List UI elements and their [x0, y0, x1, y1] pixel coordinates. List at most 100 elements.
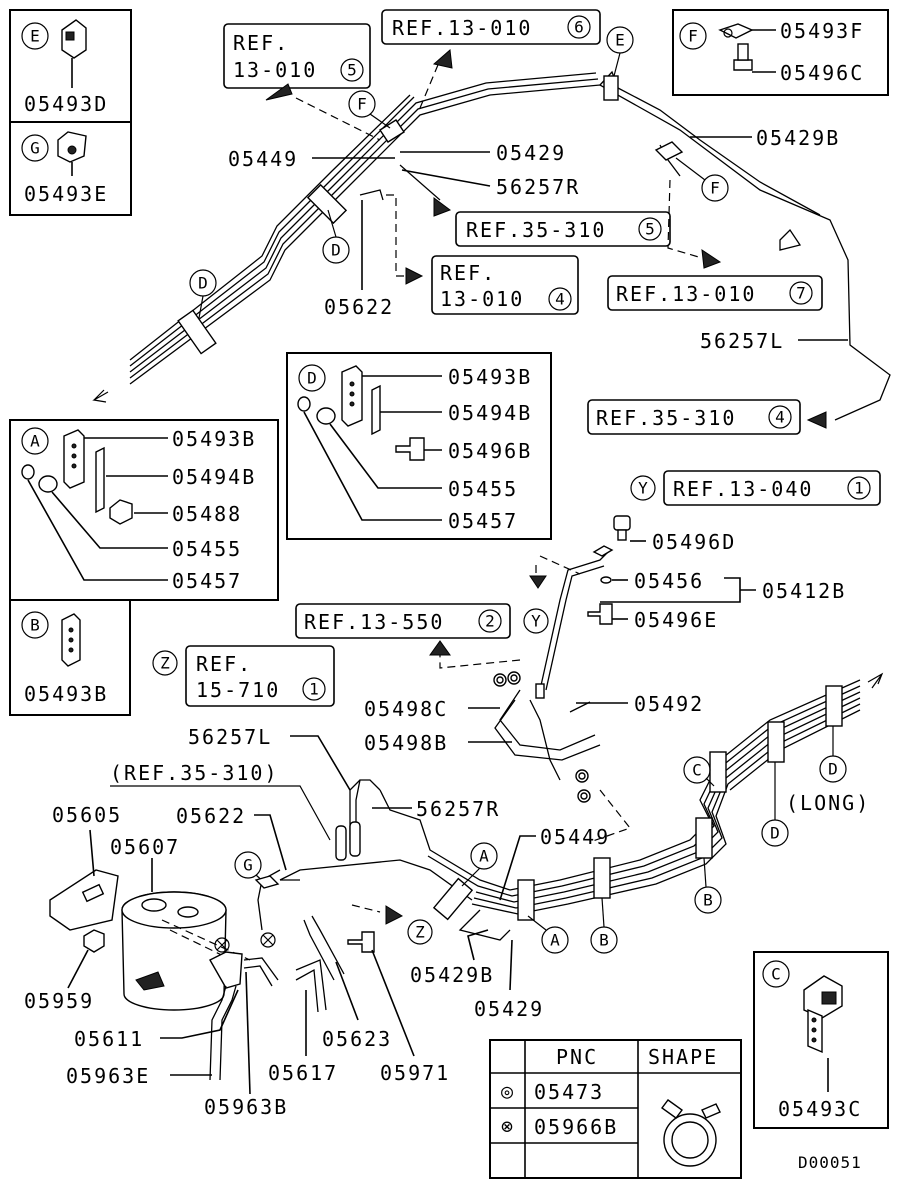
callout-c-lower: C	[692, 761, 702, 780]
ref-text: REF.	[196, 652, 252, 676]
ref-num: 5	[645, 220, 655, 239]
arrow-z-icon	[385, 905, 404, 925]
ref-num: 6	[574, 18, 584, 37]
ref-text: 13-010	[440, 287, 524, 311]
ref-text: REF.13-010	[616, 282, 756, 306]
callout-b-left: B	[599, 931, 609, 950]
part-05622-bot-label: 05622	[176, 804, 246, 828]
callout-y: Y	[638, 479, 648, 498]
clamp-f-upper	[379, 119, 405, 143]
callout-d-long: D	[828, 760, 838, 779]
ref-35-310-5-box: REF.35-310 5	[455, 211, 671, 247]
part-05963b-label: 05963B	[204, 1095, 288, 1119]
bolt-05959	[83, 929, 105, 953]
ref-text: REF.	[440, 261, 496, 285]
part-05493f-label: 05493F	[780, 19, 864, 43]
clamp-d-mid	[767, 721, 785, 763]
part-05492-label: 05492	[634, 692, 704, 716]
callout-c-inset: C	[771, 965, 781, 984]
arrow-ref-35-310-4-icon	[806, 411, 827, 429]
inset-box-b: B 05493B	[9, 599, 131, 716]
part-05456-label: 05456	[634, 569, 704, 593]
part-05607-label: 05607	[110, 835, 180, 859]
callout-d-mid: D	[770, 824, 780, 843]
canister-assembly: 05605 05607 05959 Z G	[24, 803, 433, 1081]
callout-z: Z	[160, 654, 170, 673]
part-56257r-top-label: 56257R	[496, 175, 580, 199]
part-05412b-label: 05412B	[762, 579, 846, 603]
pnc-table: PNC SHAPE ◎ 05473 ⊗ 05966B	[489, 1039, 742, 1179]
ref-text: REF.	[233, 31, 289, 55]
callout-f-inset: F	[688, 27, 698, 46]
ref-35-310-plain-label: (REF.35-310)	[110, 761, 279, 785]
callout-d-left: D	[198, 274, 208, 293]
ref-num: 1	[309, 680, 319, 699]
ref-num: 4	[775, 408, 785, 427]
callout-d-top: D	[331, 241, 341, 260]
callout-e-top: E	[615, 31, 625, 50]
part-05429b-top-label: 05429B	[756, 126, 840, 150]
ref-num: 7	[796, 284, 806, 303]
part-05496b-label: 05496B	[448, 439, 532, 463]
part-05623-label: 05623	[322, 1027, 392, 1051]
ref-text: 13-010	[233, 58, 317, 82]
part-05493e-label: 05493E	[24, 182, 108, 206]
callout-y: Y	[531, 612, 541, 631]
part-05493c-label: 05493C	[778, 1097, 862, 1121]
clamp-d-long	[825, 685, 843, 727]
arrow-ref-13-010-5-icon	[265, 83, 293, 101]
callout-a-inset: A	[30, 432, 40, 451]
part-05493b-b-label: 05493B	[24, 682, 108, 706]
callout-z-lower: Z	[415, 923, 425, 942]
ref-13-010-4-box: REF. 13-010 4	[431, 255, 579, 315]
part-05488-label: 05488	[172, 502, 242, 526]
callout-b-inset: B	[30, 616, 40, 635]
part-05611-label: 05611	[74, 1027, 144, 1051]
ref-13-010-7-box: REF.13-010 7	[607, 275, 823, 311]
part-05493b-a-label: 05493B	[172, 427, 256, 451]
arrow-outlet-left-icon	[92, 389, 109, 403]
callout-g-lower: G	[243, 856, 253, 875]
inset-box-e: E 05493D	[9, 9, 132, 123]
arrow-ref-13-010-4-icon	[405, 267, 424, 285]
long-label: (LONG)	[786, 791, 870, 815]
diagram-id: D00051	[798, 1153, 862, 1172]
part-05493d-label: 05493D	[24, 92, 108, 116]
arrow-ref-13-550-icon	[429, 640, 451, 656]
ref-35-310-4-box: REF.35-310 4	[587, 399, 801, 435]
part-05496e-label: 05496E	[634, 608, 718, 632]
ref-num: 5	[347, 61, 357, 80]
arrow-ref-35-310-5-icon	[433, 197, 452, 217]
clamp-d-upper-2	[306, 183, 348, 225]
ref-text: REF.13-550	[304, 610, 444, 634]
callout-d-inset: D	[307, 369, 317, 388]
clamp-f-top	[654, 141, 684, 161]
inset-box-g: G 05493E	[9, 121, 132, 216]
clamp-b-right	[695, 817, 713, 859]
ref-13-040-1-box: Y REF.13-040 1	[630, 470, 881, 506]
ref-num: 4	[555, 290, 565, 309]
ref-15-710-1-box: Z REF. 15-710 1	[152, 645, 335, 707]
mid-pipe-assembly	[493, 515, 631, 803]
part-05963e-label: 05963E	[66, 1064, 150, 1088]
arrow-ref-13-010-6-icon	[432, 48, 453, 69]
inset-box-d: D 05493B 05494B 05496B 05455 05457	[286, 352, 552, 540]
callout-a-lower: A	[550, 931, 560, 950]
hose-clamp-shape-icon	[661, 1099, 721, 1167]
ref-num: 1	[854, 479, 864, 498]
clamp-d-upper	[177, 309, 217, 355]
part-05496d-label: 05496D	[652, 530, 736, 554]
inset-box-a: A 05493B 05494B 05488 05455 05457	[9, 419, 279, 601]
part-05493b-d-label: 05493B	[448, 365, 532, 389]
clamp-b-left	[593, 857, 611, 899]
lower-pipe-bundle	[257, 679, 861, 941]
part-05622-top-label: 05622	[324, 295, 394, 319]
clamp-c-lower	[709, 751, 727, 793]
callout-f-left: F	[357, 95, 367, 114]
ref-text: REF.13-040	[673, 477, 813, 501]
ref-num: 2	[485, 612, 495, 631]
part-05498b-label: 05498B	[364, 731, 448, 755]
arrow-ref-13-010-7-icon	[701, 248, 722, 269]
part-05494b-a-label: 05494B	[172, 465, 256, 489]
part-05494b-d-label: 05494B	[448, 401, 532, 425]
